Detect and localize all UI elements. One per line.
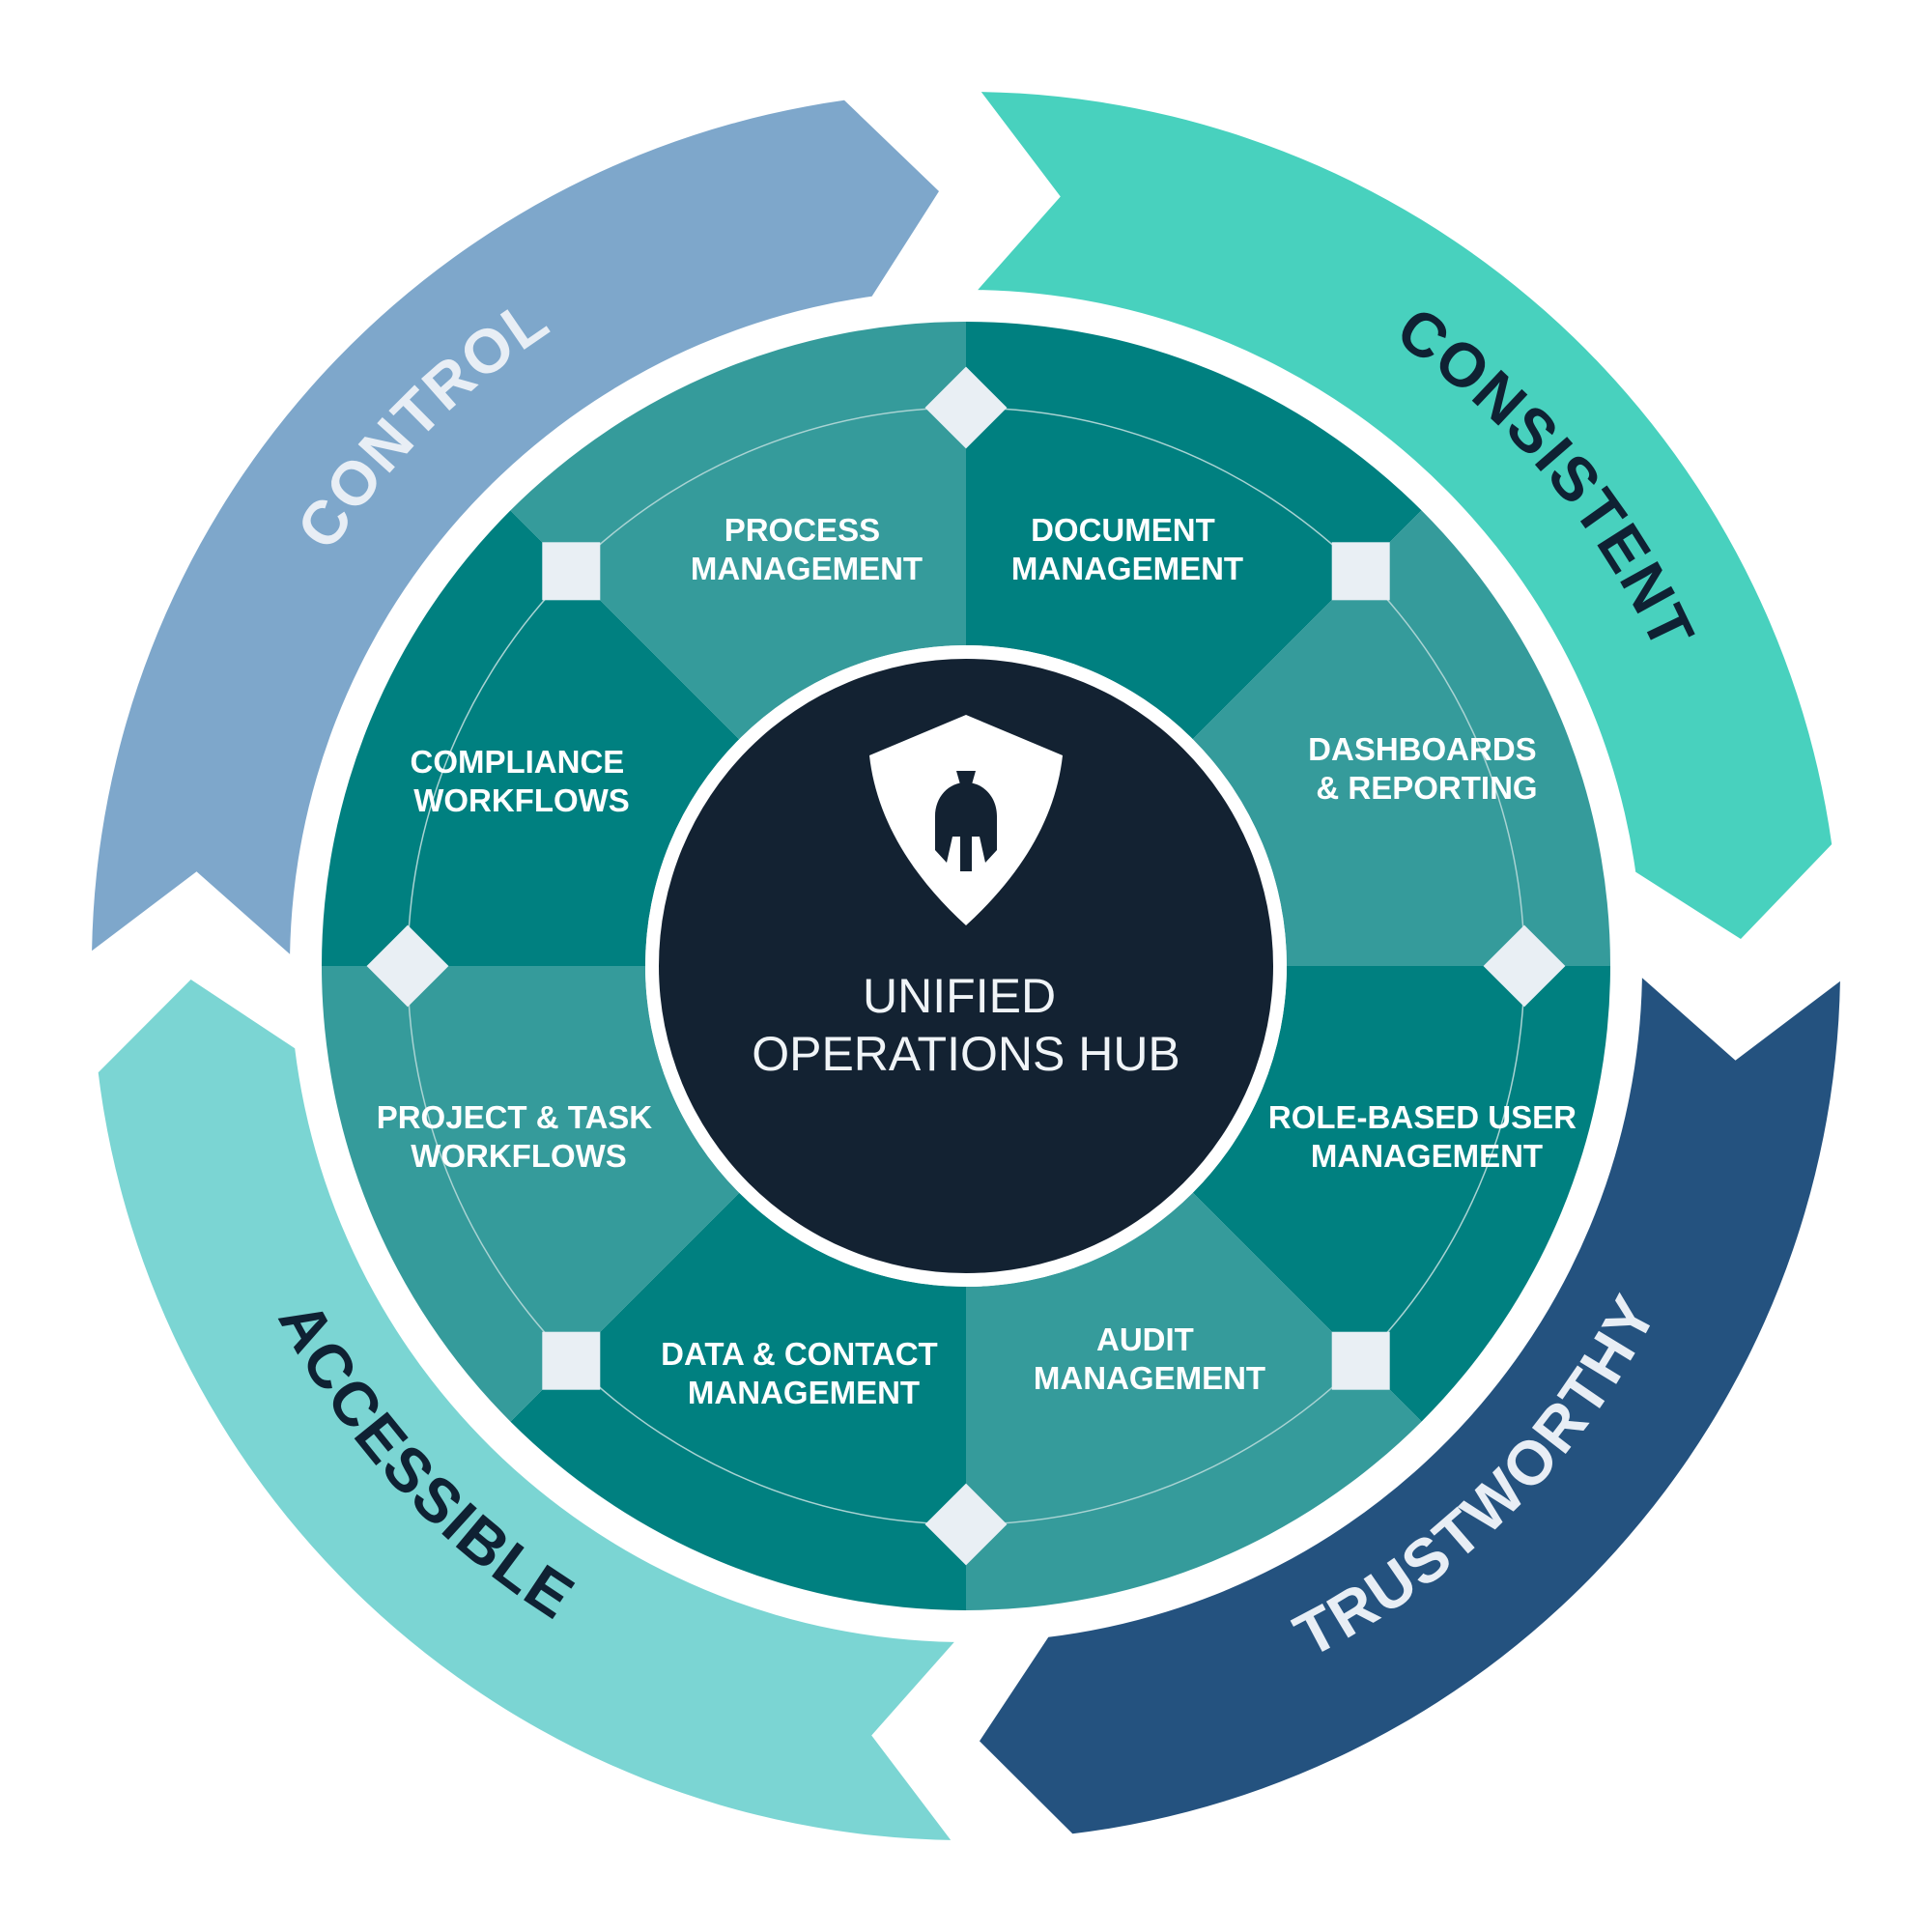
square-marker: [1331, 1331, 1390, 1390]
segment-labels: PROCESS MANAGEMENT DOCUMENT MANAGEMENT D…: [377, 512, 1585, 1410]
consistent-arrow: [978, 92, 1833, 940]
segment-label-document: DOCUMENT MANAGEMENT: [1011, 512, 1243, 586]
spartan-helmet-shield-icon: [869, 715, 1063, 925]
segment-label-compliance: COMPLIANCE WORKFLOWS: [410, 744, 633, 818]
segment-process: [966, 322, 1422, 740]
segment-document: [1192, 510, 1610, 966]
helmet-shape: [935, 782, 997, 871]
segment-project-task: [322, 510, 740, 966]
diamond-marker: [924, 366, 1008, 449]
segment-ring: [322, 322, 1610, 1610]
segment-label-project-task: PROJECT & TASK WORKFLOWS: [377, 1099, 662, 1174]
segment-label-audit: AUDIT MANAGEMENT: [1034, 1321, 1265, 1396]
control-arrow: [92, 99, 940, 954]
segment-data-contact: [322, 966, 740, 1422]
segment-compliance: [510, 322, 966, 740]
segment-dashboards: [1192, 966, 1610, 1422]
segment-role-based: [966, 1192, 1422, 1610]
segment-label-role-based: ROLE-BASED USER MANAGEMENT: [1268, 1099, 1585, 1174]
hub-title: UNIFIED OPERATIONS HUB: [752, 969, 1180, 1081]
segment-label-dashboards: DASHBOARDS & REPORTING: [1308, 731, 1546, 806]
ring-markers: [366, 366, 1566, 1566]
diamond-marker: [366, 924, 449, 1008]
trustworthy-arrow: [980, 978, 1840, 1834]
square-marker: [1331, 542, 1390, 601]
square-marker: [542, 1331, 601, 1390]
square-marker: [542, 542, 601, 601]
accessible-arrow: [98, 980, 954, 1840]
helmet-crest: [956, 771, 976, 784]
segment-label-process: PROCESS MANAGEMENT: [691, 512, 923, 586]
segment-audit: [510, 1192, 966, 1610]
hub-circle: [659, 659, 1273, 1273]
segment-label-data-contact: DATA & CONTACT MANAGEMENT: [661, 1336, 947, 1410]
